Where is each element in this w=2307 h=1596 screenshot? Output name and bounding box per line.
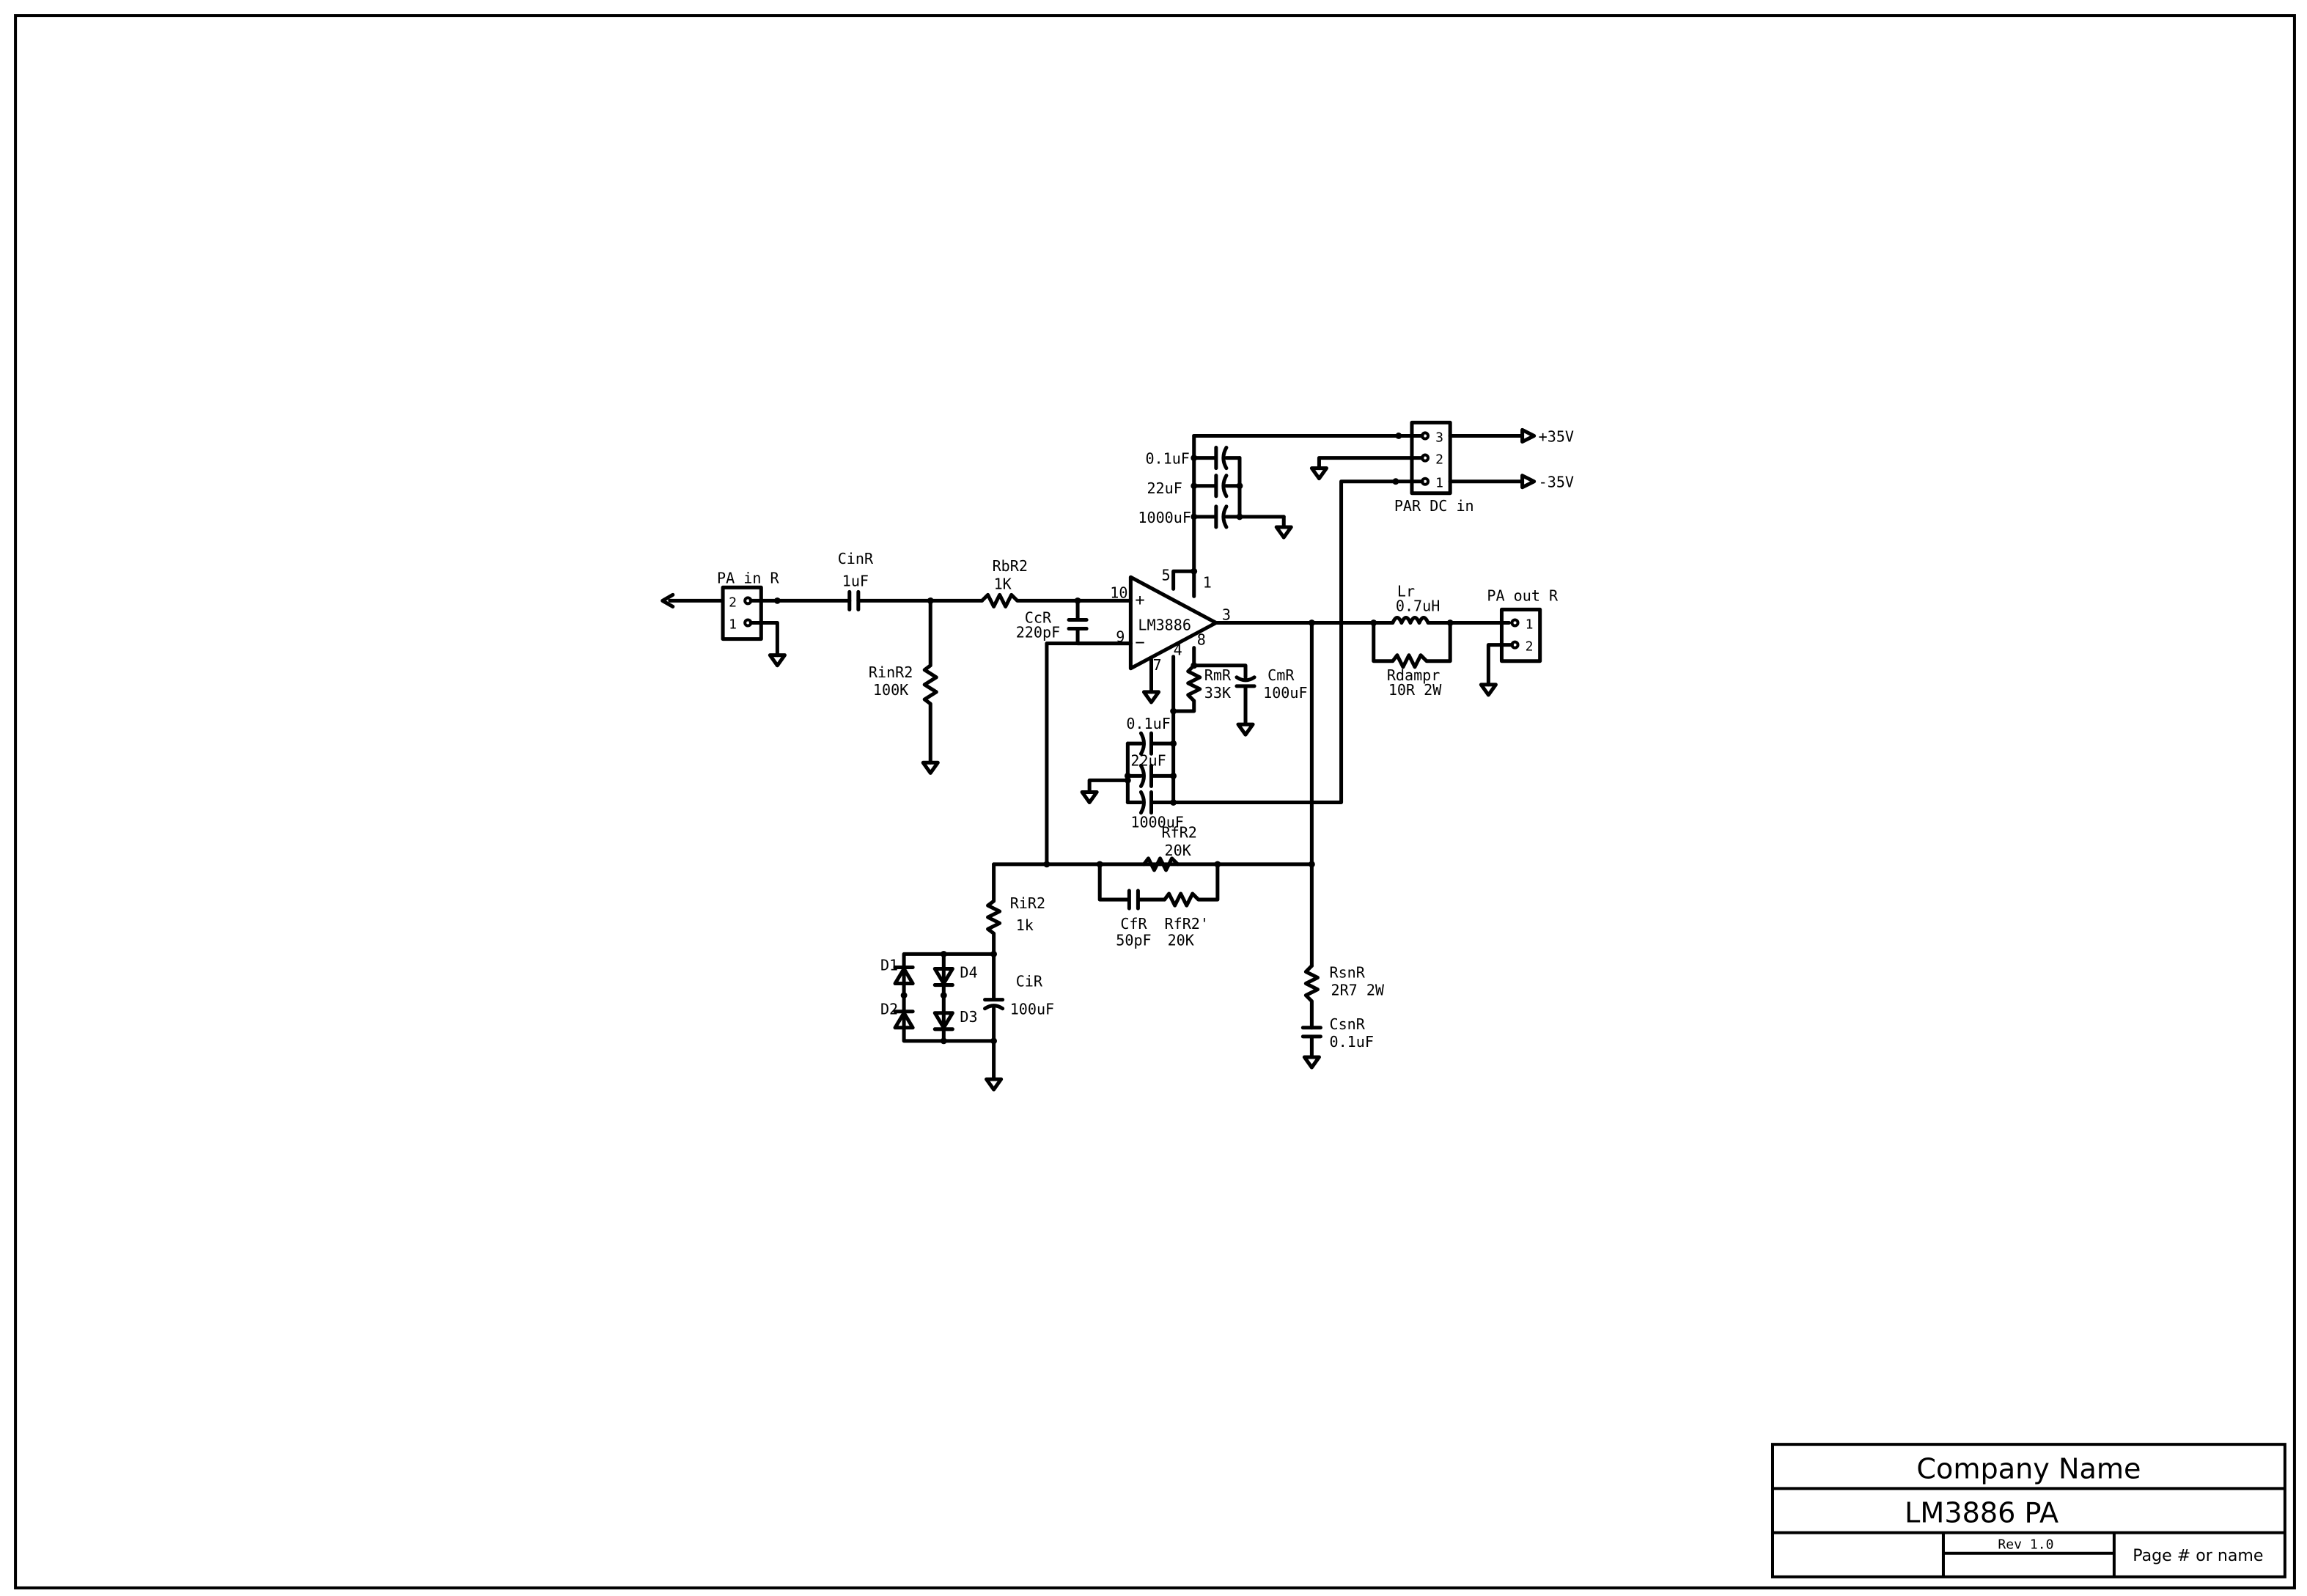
input-pin-1: 1 [729, 617, 737, 633]
opamp-plus: + [1135, 590, 1144, 609]
top-decoupling-caps: 0.1uF 22uF 1000uF [1138, 433, 1401, 540]
op-amp-lm3886: LM3886 + − 10 9 5 1 3 8 7 4 [1110, 566, 1231, 674]
bottom-decoupling-caps: 0.1uF 22uF 1000uF [1080, 715, 1184, 831]
lr-ref: Lr [1397, 582, 1415, 600]
resistor-rdampr: Rdampr 10R 2W [1372, 621, 1452, 699]
rsnr-ref: RsnR [1329, 964, 1365, 982]
resistor-rmr: RmR 33K [1171, 663, 1232, 713]
capacitor-cmr: CmR 100uF [1192, 663, 1308, 737]
cfr-value: 50pF [1116, 931, 1151, 949]
lr-value: 0.7uH [1396, 597, 1440, 614]
input-pin-2: 2 [729, 595, 737, 610]
ccr-value: 220pF [1016, 624, 1060, 641]
cmr-ref: CmR [1267, 666, 1295, 684]
dc-pin-1: 1 [1435, 476, 1443, 491]
capacitor-cfr: CfR 50pF [1116, 915, 1151, 949]
output-pin-2: 2 [1526, 639, 1534, 655]
rfr2p-ref: RfR2' [1165, 915, 1209, 933]
csnr-value: 0.1uF [1329, 1033, 1373, 1051]
d1-ref: D1 [880, 956, 898, 974]
cir-ref: CiR [1016, 973, 1043, 990]
opamp-pin-1: 1 [1203, 573, 1212, 591]
rsnr-value: 2R7 2W [1331, 982, 1384, 999]
opamp-pin-4: 4 [1174, 641, 1182, 659]
opamp-pin-8: 8 [1197, 631, 1206, 649]
dc-pin-2: 2 [1435, 452, 1443, 468]
company-name: Company Name [1916, 1452, 2141, 1485]
opamp-pin-3: 3 [1222, 606, 1231, 623]
top-cap-3-value: 1000uF [1138, 509, 1191, 526]
rir2-value: 1k [1016, 916, 1034, 934]
opamp-pin-10: 10 [1110, 584, 1127, 601]
opamp-ref: LM3886 [1138, 617, 1191, 634]
resistor-rinr2: RinR2 100K [869, 598, 940, 775]
capacitor-ccr: CcR 220pF [1016, 598, 1089, 646]
rfr2-value: 20K [1165, 842, 1192, 859]
rfr2p-value: 20K [1168, 931, 1195, 949]
opamp-minus: − [1135, 633, 1144, 652]
diode-network: D1 D2 D4 D3 [880, 950, 996, 1045]
sheet-border [14, 14, 2296, 1589]
page-name: Page # or name [2133, 1546, 2263, 1565]
cinr-ref: CinR [838, 550, 874, 567]
output-pin-1: 1 [1526, 617, 1534, 633]
top-cap-1-value: 0.1uF [1145, 450, 1189, 468]
csnr-ref: CsnR [1329, 1015, 1365, 1033]
opamp-pin-7: 7 [1152, 656, 1161, 674]
rfr2-ref: RfR2 [1162, 824, 1197, 842]
dc-pin-3: 3 [1435, 430, 1443, 445]
input-connector-label: PA in R [717, 569, 780, 586]
rail-positive-label: +35V [1539, 427, 1574, 445]
rmr-value: 33K [1204, 684, 1232, 702]
d2-ref: D2 [880, 1001, 898, 1018]
title-block: Company Name LM3886 PA Rev 1.0 Page # or… [1770, 1443, 2286, 1578]
resistor-rfr2: RfR2 20K [1141, 824, 1197, 872]
cfr-ref: CfR [1120, 915, 1147, 933]
bottom-cap-2-value: 22uF [1130, 751, 1166, 769]
d4-ref: D4 [960, 964, 977, 982]
rdampr-value: 10R 2W [1388, 681, 1442, 699]
rinr2-ref: RinR2 [869, 663, 913, 681]
cmr-value: 100uF [1263, 684, 1307, 702]
input-connector: PA in R 2 1 [717, 569, 780, 641]
inductor-lr: Lr 0.7uH [1372, 582, 1452, 625]
cir-value: 100uF [1010, 1001, 1054, 1018]
d3-ref: D3 [960, 1008, 977, 1026]
rbr2-ref: RbR2 [993, 557, 1028, 575]
opamp-pin-9: 9 [1116, 628, 1125, 646]
capacitor-cir: CiR 100uF [983, 952, 1054, 1092]
rir2-ref: RiR2 [1010, 894, 1045, 912]
resistor-rir2: RiR2 1k [986, 862, 1045, 956]
cinr-value: 1uF [842, 572, 869, 589]
revision: Rev 1.0 [1998, 1537, 2053, 1553]
rail-negative-label: -35V [1539, 474, 1574, 491]
rinr2-value: 100K [873, 681, 909, 699]
ccr-ref: CcR [1025, 609, 1052, 627]
dc-connector-label: PAR DC in [1394, 497, 1474, 515]
resistor-rsnr: RsnR 2R7 2W [1303, 964, 1385, 1030]
resistor-rbr2: RbR2 1K [980, 557, 1133, 608]
rdampr-ref: Rdampr [1387, 666, 1441, 684]
rbr2-value: 1K [994, 575, 1012, 592]
output-connector-label: PA out R [1487, 586, 1559, 604]
capacitor-csnr: CsnR 0.1uF [1300, 1015, 1374, 1070]
capacitor-cinr: CinR 1uF [838, 550, 874, 611]
drawing-title: LM3886 PA [1905, 1497, 2058, 1529]
bottom-cap-3-value: 1000uF [1130, 814, 1184, 831]
rmr-ref: RmR [1204, 666, 1232, 684]
bottom-cap-1-value: 0.1uF [1126, 715, 1170, 732]
resistor-rfr2-prime: RfR2' 20K [1163, 862, 1220, 949]
opamp-pin-5: 5 [1162, 566, 1171, 584]
top-cap-2-value: 22uF [1147, 479, 1182, 497]
